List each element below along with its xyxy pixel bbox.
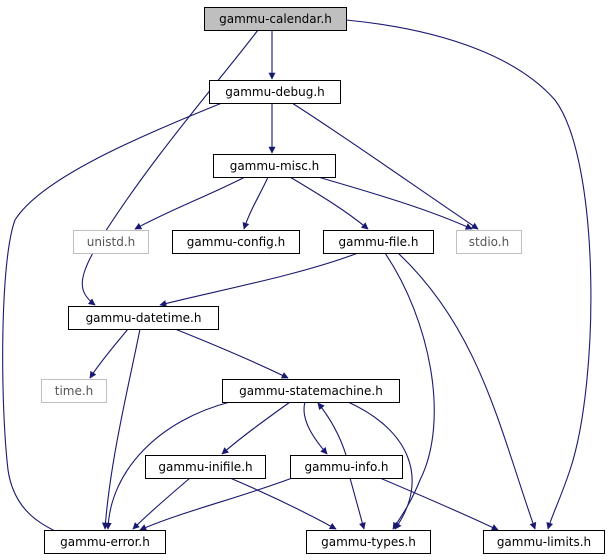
edge-gammu-info-to-gammu-error (139, 474, 301, 531)
edge-line (174, 328, 289, 379)
edge-line (347, 401, 413, 530)
node-box (213, 154, 336, 178)
edge-gammu-misc-to-gammu-file (289, 176, 369, 230)
edge-gammu-info-to-gammu-types (349, 477, 366, 530)
node-box (68, 306, 219, 330)
node-box (209, 80, 341, 104)
node-box (41, 379, 107, 403)
edge-line (104, 401, 231, 530)
node-label: gammu-calendar.h (219, 12, 332, 26)
edge-line (317, 402, 347, 456)
node-box (222, 379, 400, 403)
edge-gammu-misc-to-unistd (134, 176, 246, 230)
node-time: time.h (41, 379, 107, 403)
edge-line (132, 477, 191, 530)
node-gammu-misc[interactable]: gammu-misc.h (213, 154, 336, 178)
node-box (306, 530, 431, 554)
edge-line (291, 102, 479, 230)
edge-line (384, 252, 435, 530)
edge-gammu-file-to-gammu-datetime (159, 252, 359, 307)
node-label: unistd.h (87, 235, 136, 249)
node-gammu-types[interactable]: gammu-types.h (306, 530, 431, 554)
edge-gammu-misc-to-gammu-config (242, 176, 269, 230)
edge-line (397, 252, 537, 530)
node-box (483, 530, 605, 554)
node-gammu-config[interactable]: gammu-config.h (172, 230, 300, 254)
node-box (73, 230, 149, 254)
edge-line (89, 328, 129, 379)
edge-gammu-debug-to-stdio (291, 102, 479, 230)
edge-line (101, 328, 141, 530)
node-label: time.h (55, 384, 94, 398)
node-label: gammu-error.h (60, 535, 150, 549)
node-gammu-datetime[interactable]: gammu-datetime.h (68, 306, 219, 330)
edge-gammu-file-to-gammu-limits (397, 252, 537, 530)
node-gammu-debug[interactable]: gammu-debug.h (209, 80, 341, 104)
edge-line (139, 474, 301, 531)
edge-gammu-statemachine-to-gammu-info (303, 401, 328, 455)
edge-gammu-datetime-to-gammu-error (101, 328, 141, 530)
node-label: gammu-misc.h (230, 159, 320, 173)
node-label: gammu-info.h (305, 460, 389, 474)
node-box (456, 230, 522, 254)
node-label: gammu-debug.h (225, 85, 325, 99)
edge-line (229, 477, 337, 530)
node-gammu-info[interactable]: gammu-info.h (290, 455, 403, 479)
node-gammu-calendar[interactable]: gammu-calendar.h (204, 7, 347, 31)
node-box (172, 230, 300, 254)
node-gammu-file[interactable]: gammu-file.h (323, 230, 434, 254)
edge-line (81, 29, 259, 306)
edge-line (349, 477, 366, 530)
node-label: gammu-config.h (187, 235, 285, 249)
edge-gammu-debug-to-gammu-error (2, 102, 223, 536)
edge-gammu-inifile-to-gammu-error (132, 477, 191, 530)
edge-line (345, 19, 592, 530)
node-box (323, 230, 434, 254)
edge-line (2, 102, 223, 536)
edge-line (242, 176, 269, 230)
edge-gammu-calendar-to-gammu-datetime (81, 29, 259, 306)
edge-gammu-datetime-to-gammu-statemachine (174, 328, 289, 379)
node-box (44, 530, 166, 554)
node-label: stdio.h (469, 235, 509, 249)
node-gammu-error[interactable]: gammu-error.h (44, 530, 166, 554)
node-layer: gammu-calendar.h gammu-debug.h gammu-misc.… (41, 7, 605, 554)
node-label: gammu-file.h (339, 235, 419, 249)
edge-line (379, 477, 499, 531)
edge-line (317, 176, 473, 230)
edge-gammu-calendar-to-gammu-limits (345, 19, 592, 530)
edge-gammu-info-to-gammu-statemachine (317, 402, 347, 456)
node-box (145, 455, 266, 479)
node-label: gammu-statemachine.h (239, 384, 383, 398)
edge-gammu-statemachine-to-gammu-inifile (221, 401, 291, 455)
edge-gammu-datetime-to-time (89, 328, 129, 379)
node-gammu-statemachine[interactable]: gammu-statemachine.h (222, 379, 400, 403)
node-gammu-inifile[interactable]: gammu-inifile.h (145, 455, 266, 479)
node-label: gammu-inifile.h (158, 460, 252, 474)
edge-layer (2, 19, 592, 536)
node-unistd: unistd.h (73, 230, 149, 254)
edge-line (134, 176, 246, 230)
edge-gammu-inifile-to-gammu-types (229, 477, 337, 530)
edge-gammu-info-to-gammu-limits (379, 477, 499, 531)
edge-gammu-statemachine-to-gammu-error (104, 401, 231, 530)
edge-line (159, 252, 359, 307)
node-stdio: stdio.h (456, 230, 522, 254)
edge-line (221, 401, 291, 455)
node-label: gammu-datetime.h (86, 311, 202, 325)
node-gammu-limits[interactable]: gammu-limits.h (483, 530, 605, 554)
edge-gammu-file-to-gammu-types (384, 252, 435, 530)
node-box (290, 455, 403, 479)
edge-line (289, 176, 369, 230)
edge-line (303, 401, 328, 455)
edge-gammu-misc-to-stdio (317, 176, 473, 230)
node-label: gammu-types.h (321, 535, 416, 549)
node-box (204, 7, 347, 31)
edge-gammu-statemachine-to-gammu-types (347, 401, 413, 530)
node-label: gammu-limits.h (497, 535, 591, 549)
